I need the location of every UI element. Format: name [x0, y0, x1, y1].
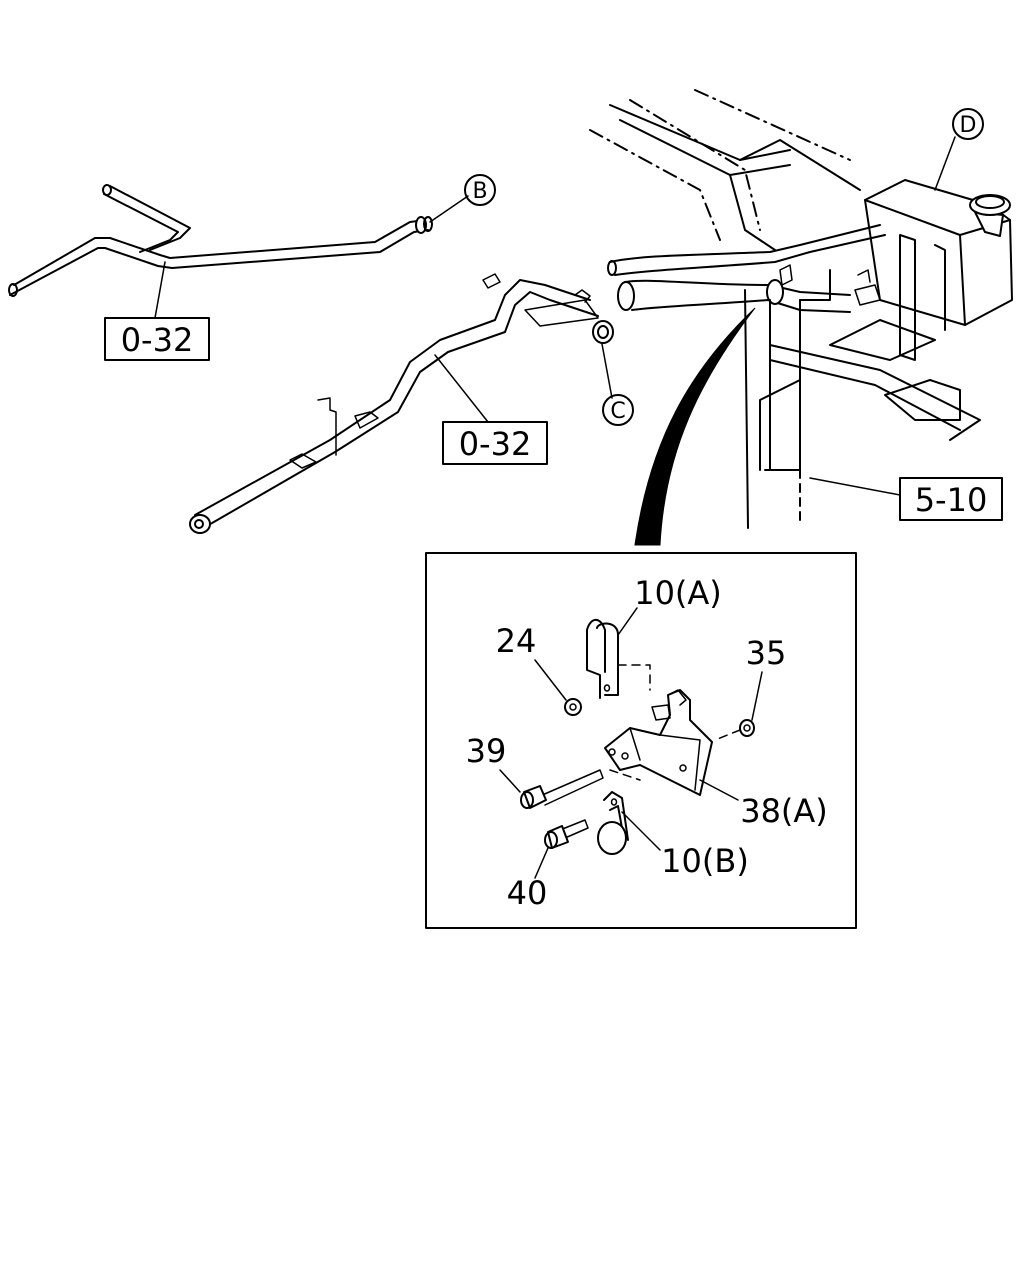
ref-top-label: 0-32: [121, 321, 194, 359]
bolt-39: [499, 769, 604, 809]
nut-35: [714, 671, 763, 741]
label-24: 24: [496, 622, 537, 660]
callout-d-label: D: [960, 113, 977, 138]
ref-right-label: 5-10: [915, 481, 988, 519]
radiator-assembly: [589, 89, 1013, 546]
ref-mid-label: 0-32: [459, 425, 532, 463]
ref-box-top: 0-32: [104, 317, 210, 361]
callout-b-label: B: [472, 179, 487, 204]
label-40: 40: [507, 874, 548, 912]
detail-inset: 10(A) 24 35 39 38(A) 10(B) 40: [425, 552, 857, 929]
callout-c: C: [602, 394, 634, 426]
callout-c-label: C: [610, 399, 625, 424]
bolt-40: [534, 819, 589, 879]
label-39: 39: [466, 732, 507, 770]
callout-d: D: [952, 108, 984, 140]
ref-box-mid: 0-32: [442, 421, 548, 465]
clamp-10b: [597, 791, 661, 855]
label-38a: 38(A): [740, 792, 828, 830]
label-35: 35: [746, 634, 787, 672]
callout-b: B: [464, 174, 496, 206]
clamp-10a: [586, 607, 651, 699]
nut-24: [534, 659, 582, 716]
label-10b: 10(B): [661, 842, 749, 880]
bracket-38a: [604, 689, 739, 801]
upper-pipe: [8, 184, 469, 319]
lower-pipe: [189, 273, 614, 534]
ref-box-right: 5-10: [899, 477, 1003, 521]
label-10a: 10(A): [634, 574, 722, 612]
